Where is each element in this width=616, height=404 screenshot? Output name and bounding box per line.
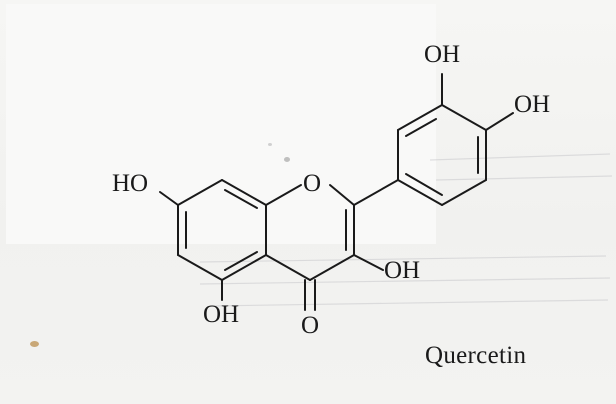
bond-c4-c4a bbox=[265, 254, 311, 281]
bond-c4a-c5 bbox=[221, 254, 267, 281]
dust-speck bbox=[284, 157, 290, 162]
bond-c4p-oh bbox=[485, 112, 514, 131]
double-bond-b1 bbox=[405, 118, 437, 137]
hydroxyl-c3-label: OH bbox=[384, 257, 420, 284]
carbonyl-oxygen-label: O bbox=[301, 312, 319, 339]
bond-c3p-c4p bbox=[441, 104, 487, 131]
hydroxyl-c4prime-label: OH bbox=[514, 91, 550, 118]
paper-panel bbox=[6, 4, 436, 244]
bond-c7-ho bbox=[159, 191, 179, 206]
hydroxyl-c5-label: OH bbox=[203, 301, 239, 328]
bond-c6p-c1p bbox=[397, 179, 443, 206]
bond-c2p-c3p bbox=[397, 104, 443, 131]
hydroxyl-c7-label: HO bbox=[112, 170, 148, 197]
bond-c2-c1prime bbox=[353, 179, 399, 206]
bond-c5-c6 bbox=[177, 254, 223, 281]
dust-speck bbox=[30, 341, 39, 347]
double-bond-a2 bbox=[224, 251, 258, 271]
bond-c3-oh bbox=[353, 254, 384, 271]
bond-c8a-o1 bbox=[265, 184, 302, 206]
bond-c7-c8 bbox=[177, 179, 223, 206]
compound-name: Quercetin bbox=[425, 342, 527, 369]
bond-o1-c2 bbox=[329, 184, 355, 206]
ring-oxygen-label: O bbox=[303, 170, 321, 197]
dust-speck bbox=[268, 143, 272, 146]
bond-c5p-c6p bbox=[441, 179, 487, 206]
hydroxyl-c3prime-label: OH bbox=[424, 41, 460, 68]
double-bond-a1 bbox=[224, 189, 258, 209]
bond-c8-c8a bbox=[221, 179, 267, 206]
double-bond-b3 bbox=[405, 173, 443, 196]
bond-c3-c4 bbox=[309, 254, 355, 281]
